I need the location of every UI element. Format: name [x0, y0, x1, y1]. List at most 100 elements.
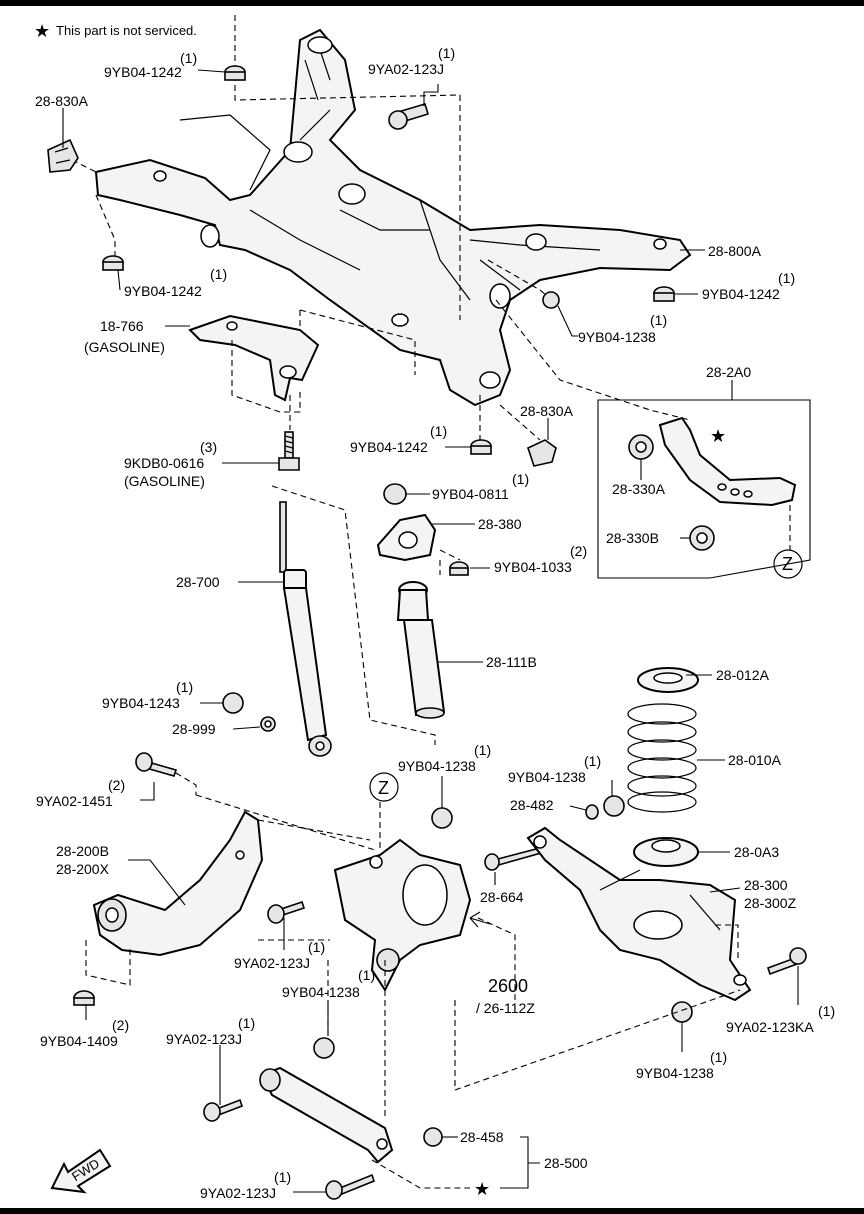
qty-9yb04-1238-c: (1)	[584, 753, 601, 769]
qty-9yb04-1409: (2)	[112, 1017, 129, 1033]
nut-9yb04-1242-top[interactable]	[224, 65, 246, 81]
arrow-2600	[469, 911, 491, 928]
label-28-458: 28-458	[460, 1129, 504, 1145]
qty-9yb04-1238-b: (1)	[474, 742, 491, 758]
label-28-830a-left: 28-830A	[35, 93, 89, 109]
qty-9yb04-1242-d: (1)	[430, 423, 447, 439]
label-9ya02-123ka: 9YA02-123KA	[726, 1019, 814, 1035]
ref-line	[499, 404, 541, 441]
bracket-18-766[interactable]	[188, 314, 320, 402]
label-28-800a: 28-800A	[708, 243, 762, 259]
qty-9yb04-1238-e: (1)	[710, 1049, 727, 1065]
label-28-010a: 28-010A	[728, 752, 782, 768]
label-9ya02-123j-a: 9YA02-123J	[368, 61, 444, 77]
note-18-766: (GASOLINE)	[84, 339, 165, 355]
label-26-112z: / 26-112Z	[476, 1000, 535, 1016]
label-28-0a3: 28-0A3	[734, 844, 779, 860]
ref-circle-z-left	[369, 772, 399, 802]
label-9ya02-123j-d: 9YA02-123J	[200, 1185, 276, 1201]
ref-line	[454, 917, 516, 1090]
nut-9yb04-1238-knuckle[interactable]	[431, 807, 453, 829]
bolt-9kdb0-0616[interactable]	[278, 431, 300, 471]
nut-9yb04-1242-right[interactable]	[653, 286, 675, 302]
nut-9yb04-1238-arm[interactable]	[671, 1001, 693, 1023]
ref-line	[257, 819, 371, 941]
crossmember-part[interactable]	[94, 28, 692, 407]
ref-z-right: Z	[782, 554, 793, 574]
part-labels: (1) 9YB04-1242 (1) 9YA02-123J 28-830A 28…	[35, 45, 835, 1201]
ref-line	[271, 485, 436, 745]
qty-9yb04-1242-a: (1)	[180, 50, 197, 66]
lateral-link-28-500[interactable]	[259, 1066, 394, 1164]
shock-absorber-28-700[interactable]	[279, 501, 332, 757]
ref-line	[234, 15, 461, 320]
washer-28-458[interactable]	[423, 1127, 443, 1147]
ref-circle-z-right	[773, 549, 803, 579]
bolt-9ya02-123j-bottom[interactable]	[325, 1173, 375, 1200]
bolt-9ya02-123j-link[interactable]	[203, 1098, 244, 1122]
mount-28-380[interactable]	[376, 513, 437, 562]
lower-arm-28-300[interactable]	[526, 826, 752, 1002]
label-28-380: 28-380	[478, 516, 522, 532]
qty-9yb04-0811: (1)	[512, 471, 529, 487]
label-9yb04-1033: 9YB04-1033	[494, 559, 572, 575]
bolt-9ya02-123j-knuckle[interactable]	[267, 900, 306, 924]
qty-9yb04-1243: (1)	[176, 679, 193, 695]
washer-28-482[interactable]	[585, 804, 599, 820]
star-not-serviced-link: ★	[474, 1179, 490, 1199]
label-9yb04-1243: 9YB04-1243	[102, 695, 180, 711]
spring-seat-28-0a3[interactable]	[633, 837, 699, 867]
dust-boot-28-111b[interactable]	[396, 581, 446, 719]
nut-9yb04-1238-link[interactable]	[313, 1037, 335, 1059]
fwd-arrow-icon: FWD	[50, 1148, 112, 1194]
label-28-700: 28-700	[176, 574, 220, 590]
ref-z-left: Z	[378, 778, 389, 798]
nut-9yb04-1238-top[interactable]	[542, 291, 560, 309]
nut-9yb04-1033[interactable]	[449, 561, 469, 576]
label-28-012a: 28-012A	[716, 667, 770, 683]
washer-28-999[interactable]	[260, 716, 276, 732]
bracket-28-830a-left[interactable]	[47, 138, 79, 173]
label-28-200x: 28-200X	[56, 861, 110, 877]
spring-seat-28-012a[interactable]	[637, 667, 699, 693]
bolt-28-664[interactable]	[484, 847, 542, 871]
notice-text: This part is not serviced.	[56, 23, 197, 38]
label-9yb04-1238-a: 9YB04-1238	[578, 329, 656, 345]
trailing-arm-28-200b[interactable]	[92, 810, 264, 957]
label-28-300z: 28-300Z	[744, 895, 797, 911]
bracket-28-830a-right[interactable]	[527, 439, 557, 467]
label-28-500: 28-500	[544, 1155, 588, 1171]
bolt-9ya02-123ka[interactable]	[766, 947, 807, 976]
bottom-border	[0, 1208, 864, 1214]
label-28-330b: 28-330B	[606, 530, 659, 546]
ref-line	[454, 989, 741, 1091]
nut-9yb04-0811[interactable]	[383, 483, 407, 505]
nut-9yb04-1242-left[interactable]	[102, 255, 124, 271]
upper-arm-28-2a0[interactable]	[658, 416, 797, 507]
bushing-28-330a[interactable]	[628, 434, 654, 460]
nut-9yb04-1243[interactable]	[222, 692, 244, 714]
qty-9yb04-1238-d: (1)	[358, 967, 375, 983]
label-9yb04-1238-e: 9YB04-1238	[636, 1065, 714, 1081]
label-28-2a0: 28-2A0	[706, 364, 751, 380]
bolt-9ya02-1451[interactable]	[135, 752, 178, 777]
label-9ya02-123j-b: 9YA02-123J	[234, 955, 310, 971]
knuckle-2600[interactable]	[333, 838, 472, 993]
nut-9yb04-1242-bottom[interactable]	[470, 439, 492, 455]
label-28-111b: 28-111B	[486, 654, 537, 670]
nut-9yb04-1238-spring[interactable]	[603, 795, 625, 817]
ref-line	[175, 772, 376, 851]
qty-9kdb0-0616: (3)	[200, 439, 217, 455]
ref-line	[439, 549, 461, 575]
coil-spring-28-010a[interactable]	[627, 703, 697, 813]
bushing-28-330b[interactable]	[689, 525, 715, 551]
top-border	[0, 0, 864, 6]
qty-9ya02-123j-b: (1)	[308, 939, 325, 955]
label-9yb04-1242-c: 9YB04-1242	[124, 283, 202, 299]
bolt-9ya02-123j-top[interactable]	[388, 103, 429, 130]
ref-line	[231, 309, 416, 413]
label-28-482: 28-482	[510, 797, 554, 813]
nut-9yb04-1409[interactable]	[73, 990, 95, 1006]
qty-9ya02-123j-a: (1)	[438, 45, 455, 61]
